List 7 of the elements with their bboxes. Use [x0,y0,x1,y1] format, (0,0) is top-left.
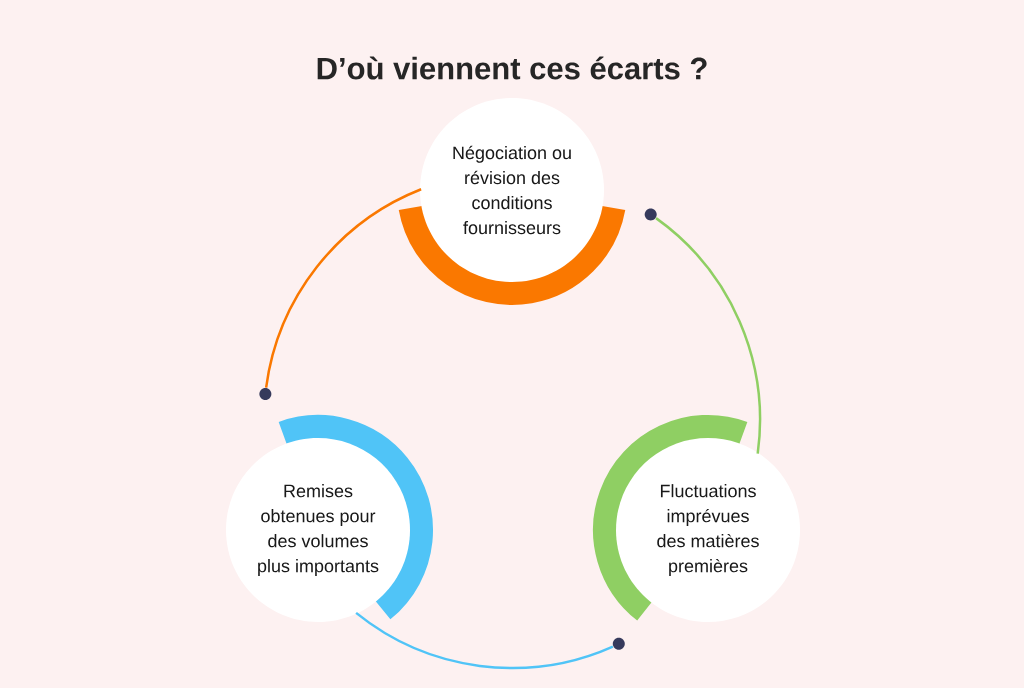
connector-arc [655,217,761,454]
connector-arc [264,188,422,388]
title: D’où viennent ces écarts ? [317,56,707,80]
circle-node: Remises obtenues pour des volumes plus importants [226,415,433,622]
circle-node: Fluctuations imprévues des matières premières [593,415,800,622]
connector-arc [355,611,614,670]
circle-node: Négociation ou révision des conditions fournisseurs [398,98,626,305]
